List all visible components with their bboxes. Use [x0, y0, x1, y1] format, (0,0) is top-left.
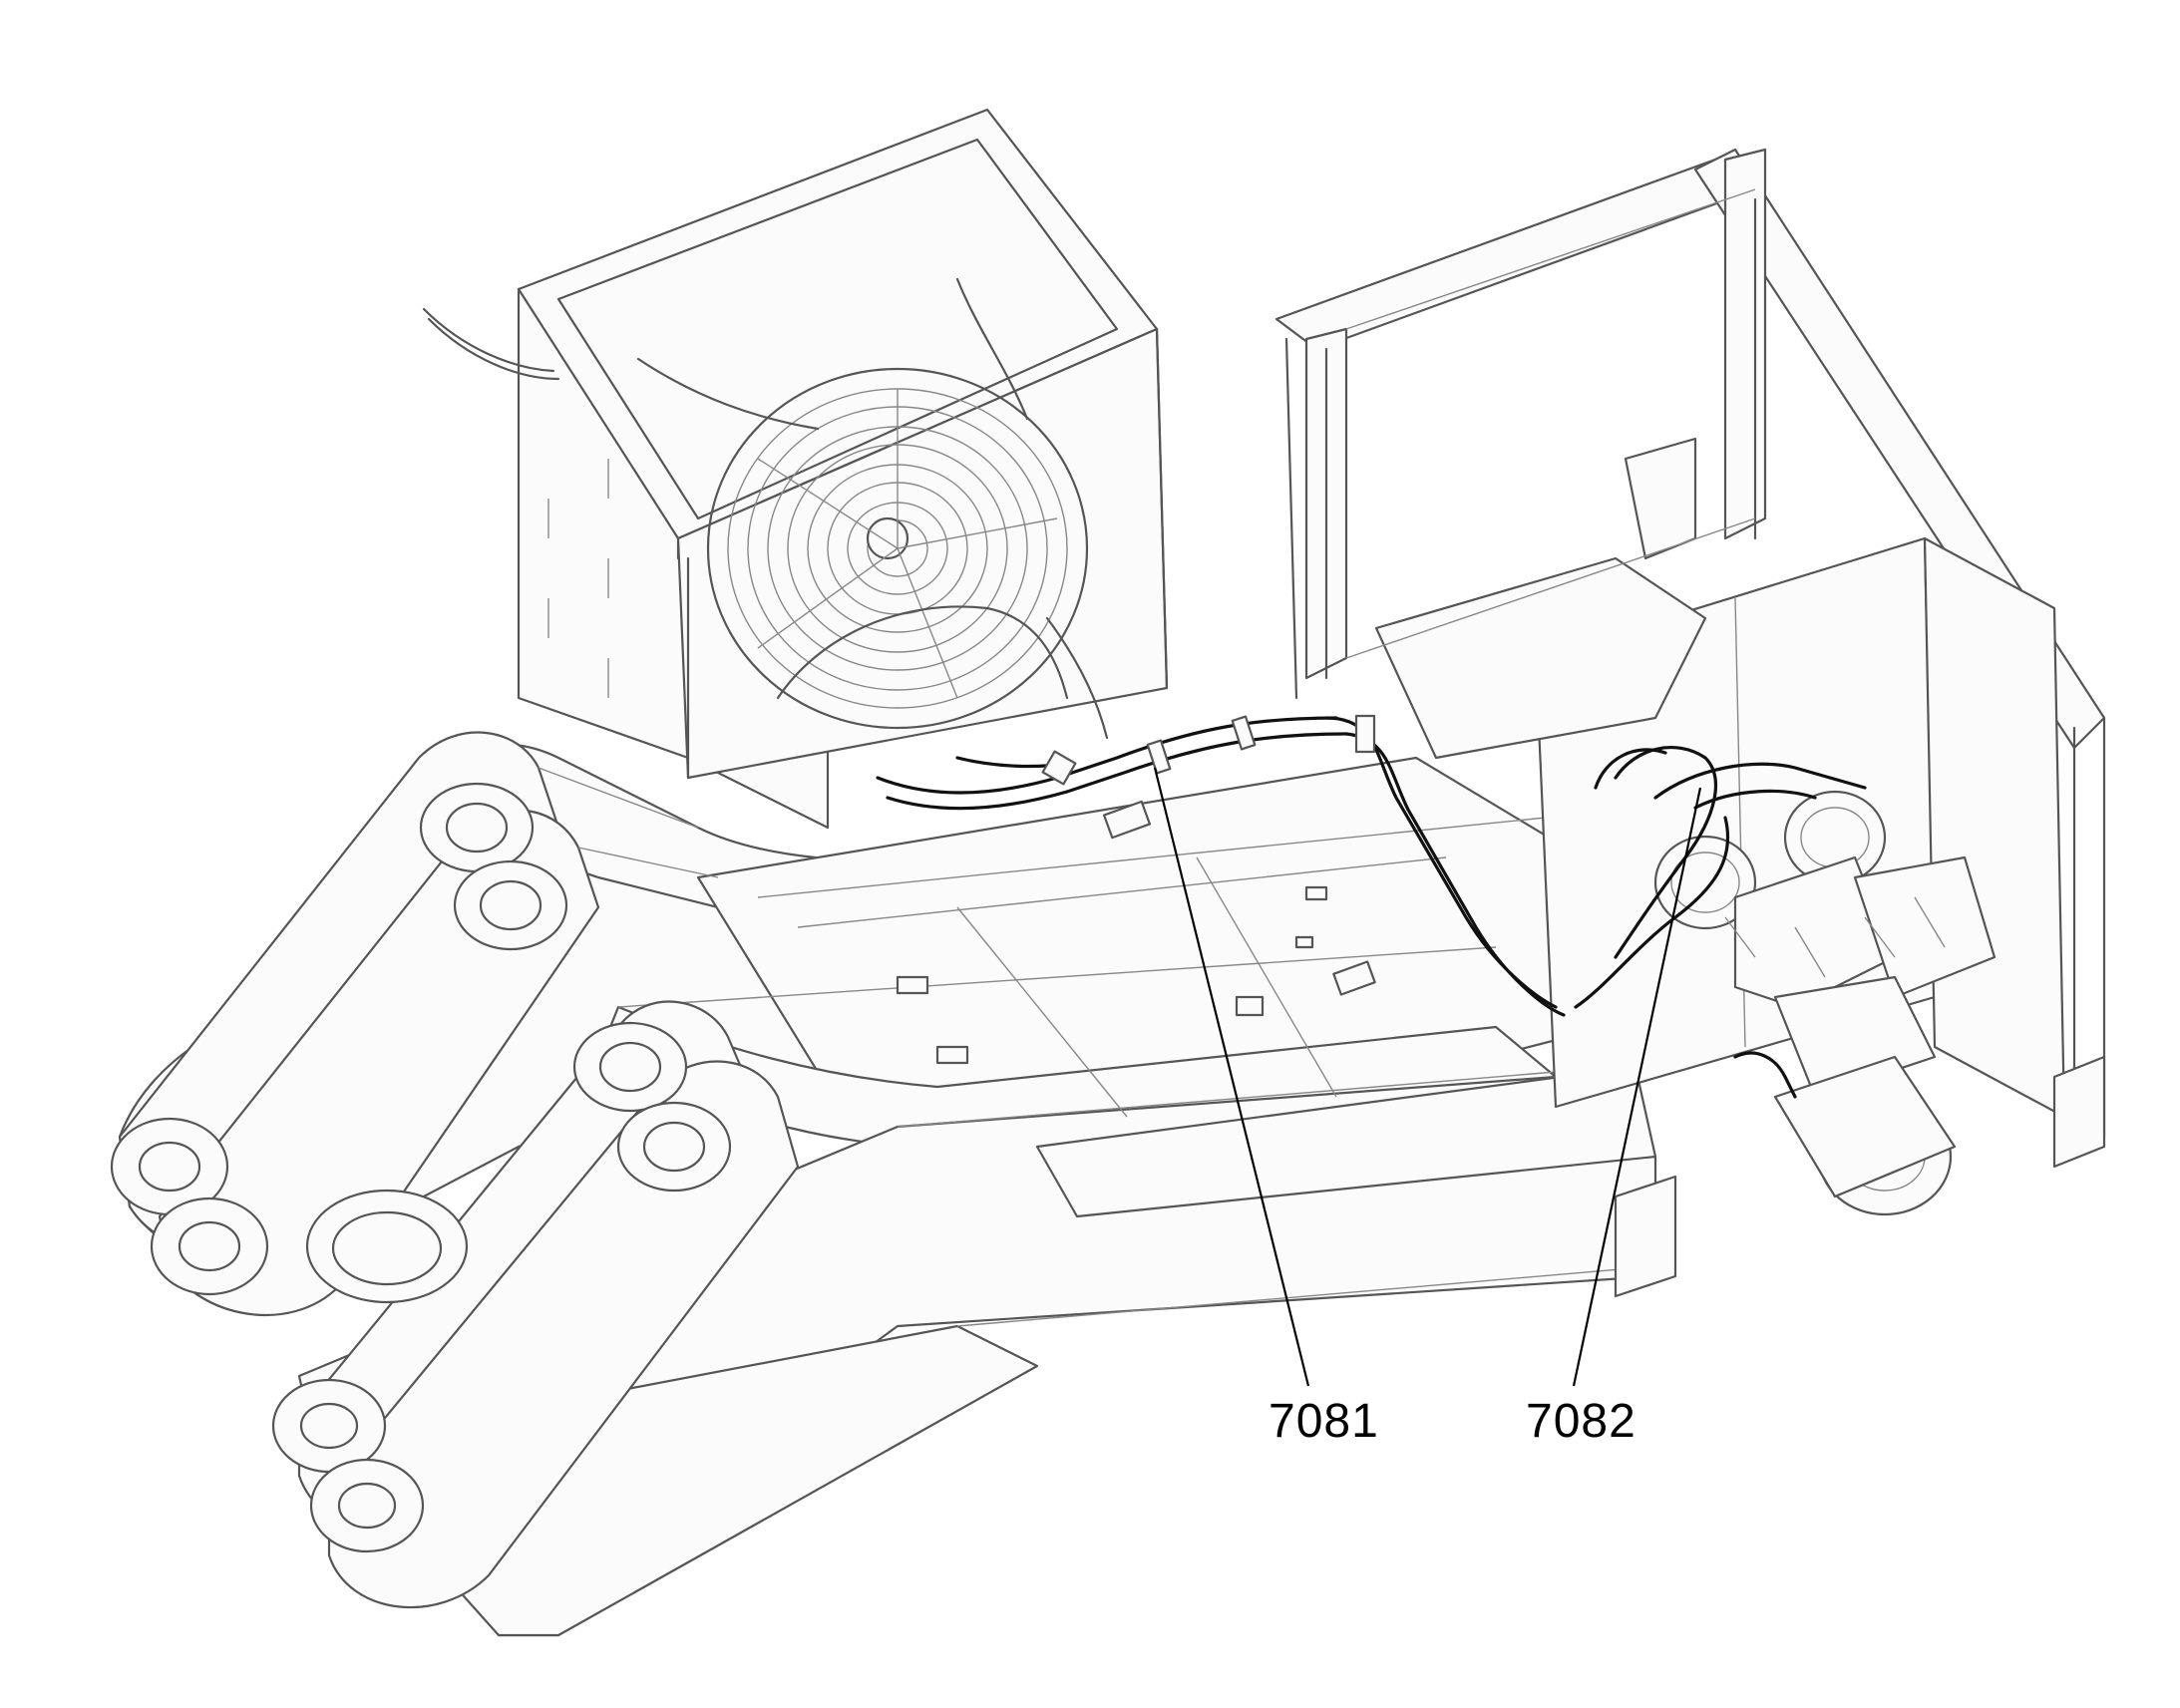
pump-cluster	[1653, 790, 1997, 1216]
radiator-module	[422, 108, 1169, 830]
leader-lines	[1153, 767, 1702, 1387]
pivot-arms	[110, 731, 800, 1608]
callout-label-7082: 7082	[1526, 1395, 1636, 1448]
leader-line-7081	[1153, 767, 1310, 1387]
callout-label-7081: 7081	[1269, 1395, 1379, 1448]
leader-line-7082	[1572, 787, 1702, 1387]
hydraulic-hoses	[876, 714, 1867, 1099]
